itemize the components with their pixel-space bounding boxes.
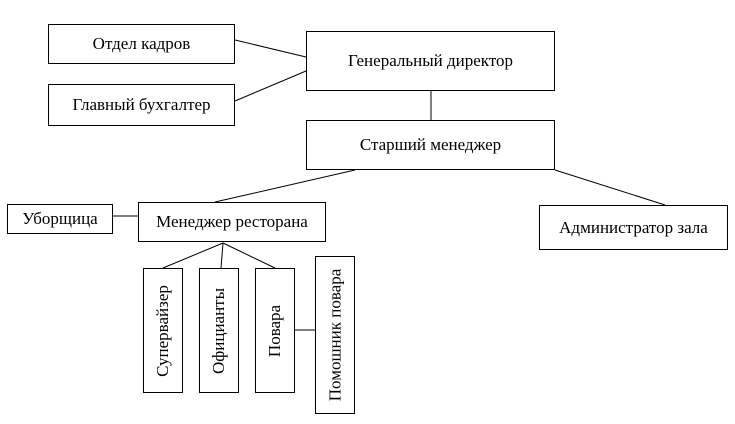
node-cooks-label: Повара	[265, 304, 285, 357]
node-cook-assistant: Помошник повара	[315, 256, 355, 414]
node-restaurant-manager: Менеджер ресторана	[138, 202, 326, 242]
node-cleaner-label: Уборщица	[22, 209, 98, 228]
node-waiters: Официанты	[199, 268, 239, 393]
connector-hr-ceo	[234, 39, 307, 58]
node-hr-department: Отдел кадров	[48, 24, 235, 64]
node-hr-department-label: Отдел кадров	[92, 34, 191, 53]
node-hall-administrator-label: Администратор зала	[559, 217, 708, 237]
connector-senior-restaurant-manager	[214, 169, 356, 203]
node-chief-accountant-label: Главный бухгалтер	[72, 95, 211, 114]
connector-accountant-ceo	[234, 70, 307, 102]
connector-manager-waiters	[220, 242, 224, 269]
connector-manager-supervisor	[162, 242, 224, 269]
node-supervisor: Супервайзер	[143, 268, 183, 393]
connector-manager-cooks	[222, 242, 276, 269]
node-senior-manager: Старший менеджер	[306, 120, 555, 170]
connector-senior-hall-administrator	[554, 169, 666, 206]
node-hall-administrator: Администратор зала	[539, 205, 728, 250]
node-restaurant-manager-label: Менеджер ресторана	[156, 212, 308, 231]
node-general-director: Генеральный директор	[306, 31, 555, 91]
node-cook-assistant-label: Помошник повара	[325, 268, 344, 402]
node-senior-manager-label: Старший менеджер	[359, 135, 502, 154]
node-cooks: Повара	[255, 268, 295, 393]
node-cleaner: Уборщица	[7, 204, 113, 234]
node-general-director-label: Генеральный директор	[347, 51, 514, 70]
node-supervisor-label: Супервайзер	[153, 284, 173, 377]
node-chief-accountant: Главный бухгалтер	[48, 84, 235, 126]
node-waiters-label: Официанты	[209, 287, 228, 374]
